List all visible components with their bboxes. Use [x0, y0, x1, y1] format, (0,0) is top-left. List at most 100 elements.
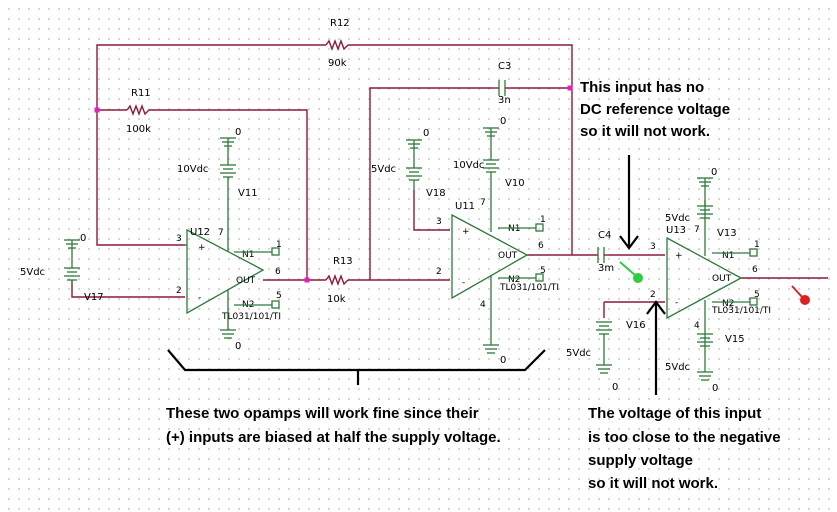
ground-u13-top: 0 [697, 167, 717, 190]
ground-u13-bottom: 0 [697, 360, 718, 394]
v16-value: 5Vdc [566, 348, 591, 359]
ground-u12-top: 0 [220, 127, 241, 150]
v10-ref: V10 [505, 178, 525, 189]
resistor-r11[interactable]: R11 100k [126, 88, 151, 135]
note-line: DC reference voltage [580, 101, 730, 118]
source-v15[interactable]: V15 5Vdc [665, 333, 745, 373]
arrow-bottom [646, 300, 666, 395]
ground-v17: 0 [64, 233, 86, 255]
voltage-probe-red[interactable] [791, 285, 810, 305]
source-v16[interactable]: V16 5Vdc [566, 320, 646, 365]
u11-n2: N2 [508, 275, 520, 285]
u12-pin6: 6 [275, 267, 281, 277]
u13-pin-box [749, 248, 758, 257]
u11-pin7: 7 [480, 198, 486, 208]
u13-pin2: 2 [650, 290, 656, 300]
source-v10[interactable]: 10Vdc V10 [453, 140, 525, 190]
v18-ref: V18 [426, 188, 446, 199]
u12-pin-box [271, 247, 280, 256]
u13-pin4: 4 [694, 321, 700, 331]
v11-value: 10Vdc [177, 164, 208, 175]
u13-ref: U13 [666, 225, 686, 236]
u11-pin1: 1 [540, 215, 546, 225]
v15-ref: V15 [725, 334, 745, 345]
u13-part: TL031/101/TI [711, 306, 771, 316]
r11-value: 100k [126, 124, 151, 135]
ground-label: 0 [80, 233, 86, 244]
u13-pin5: 5 [754, 290, 760, 300]
r13-ref: R13 [333, 256, 353, 267]
u11-pin-box [535, 273, 544, 282]
u12-pin-box [271, 300, 280, 309]
u12-part: TL031/101/TI [221, 312, 281, 322]
source-v11[interactable]: 10Vdc V11 [177, 150, 258, 233]
u11-part: TL031/101/TI [499, 283, 559, 293]
opamp-u13[interactable]: + - 3 2 U13 OUT N1 N2 6 1 5 7 4 TL031/10… [650, 200, 771, 360]
capacitor-c3[interactable]: C3 3n [493, 61, 511, 106]
u11-plus-pin: + [462, 227, 470, 237]
u13-n1: N1 [722, 251, 734, 261]
ground-u11-top: 0 [483, 116, 506, 140]
voltage-probe-green[interactable] [619, 261, 643, 283]
r12-ref: R12 [330, 18, 350, 29]
u11-pin-box [535, 223, 544, 232]
v17-ref: V17 [84, 292, 104, 303]
node-dot [304, 277, 310, 283]
u11-pin6: 6 [538, 241, 544, 251]
green-probe-dot [633, 273, 643, 283]
note-line: This input has no [580, 79, 704, 96]
u13-pin6: 6 [752, 265, 758, 275]
ground-label: 0 [711, 167, 717, 178]
note-bottom-left: These two opamps will work fine since th… [166, 405, 501, 446]
c3-value: 3n [498, 95, 511, 106]
resistor-r12[interactable]: R12 90k [325, 18, 350, 69]
c4-value: 3m [598, 263, 614, 274]
source-v13[interactable]: 5Vdc V13 [665, 190, 737, 239]
u12-pin5: 5 [276, 291, 282, 301]
v13-value: 5Vdc [665, 213, 690, 224]
arrow-top [619, 155, 639, 250]
opamp-u12[interactable]: + - 3 2 U12 OUT N1 N2 6 1 5 7 TL031/101/… [176, 227, 282, 330]
opamp-u11[interactable]: + - 3 2 U11 OUT N1 N2 6 1 5 7 4 TL031/10… [436, 190, 559, 345]
u13-minus-pin: - [675, 298, 678, 308]
ground-u12-bottom: 0 [220, 329, 241, 352]
u11-pin2: 2 [436, 267, 442, 277]
c4-ref: C4 [598, 230, 611, 241]
u13-pin7: 7 [694, 225, 700, 235]
u12-pin2: 2 [176, 286, 182, 296]
note-line: These two opamps will work fine since th… [166, 405, 479, 422]
u11-pin4: 4 [480, 300, 486, 310]
ground-label: 0 [500, 116, 506, 127]
source-v18[interactable]: 5Vdc V18 [371, 150, 446, 199]
red-probe-dot [800, 295, 810, 305]
u11-n1: N1 [508, 224, 520, 234]
u11-out: OUT [498, 251, 518, 261]
v15-value: 5Vdc [665, 362, 690, 373]
node-dot [567, 85, 573, 91]
note-line: The voltage of this input [588, 405, 761, 422]
node-dots [94, 85, 573, 283]
u13-pin-box [749, 297, 758, 306]
u13-out: OUT [712, 274, 732, 284]
capacitor-c4[interactable]: C4 3m [597, 230, 614, 274]
note-line: is too close to the negative [588, 429, 781, 446]
ground-label: 0 [612, 382, 618, 393]
c3-ref: C3 [498, 61, 511, 72]
r11-ref: R11 [131, 88, 151, 99]
u11-pin5: 5 [540, 266, 546, 276]
note-bottom-right: The voltage of this input is too close t… [588, 405, 781, 492]
u12-out: OUT [236, 276, 256, 286]
resistor-r13[interactable]: R13 10k [325, 256, 353, 305]
source-v17[interactable]: 5Vdc V17 [20, 255, 104, 303]
note-line: (+) inputs are biased at half the supply… [166, 429, 501, 446]
u12-pin1: 1 [276, 240, 282, 250]
v11-ref: V11 [238, 188, 258, 199]
u13-pin1: 1 [754, 240, 760, 250]
u11-pin3: 3 [436, 217, 442, 227]
node-dot [94, 107, 100, 113]
r13-value: 10k [327, 294, 346, 305]
note-line: supply voltage [588, 452, 693, 469]
v17-value: 5Vdc [20, 267, 45, 278]
